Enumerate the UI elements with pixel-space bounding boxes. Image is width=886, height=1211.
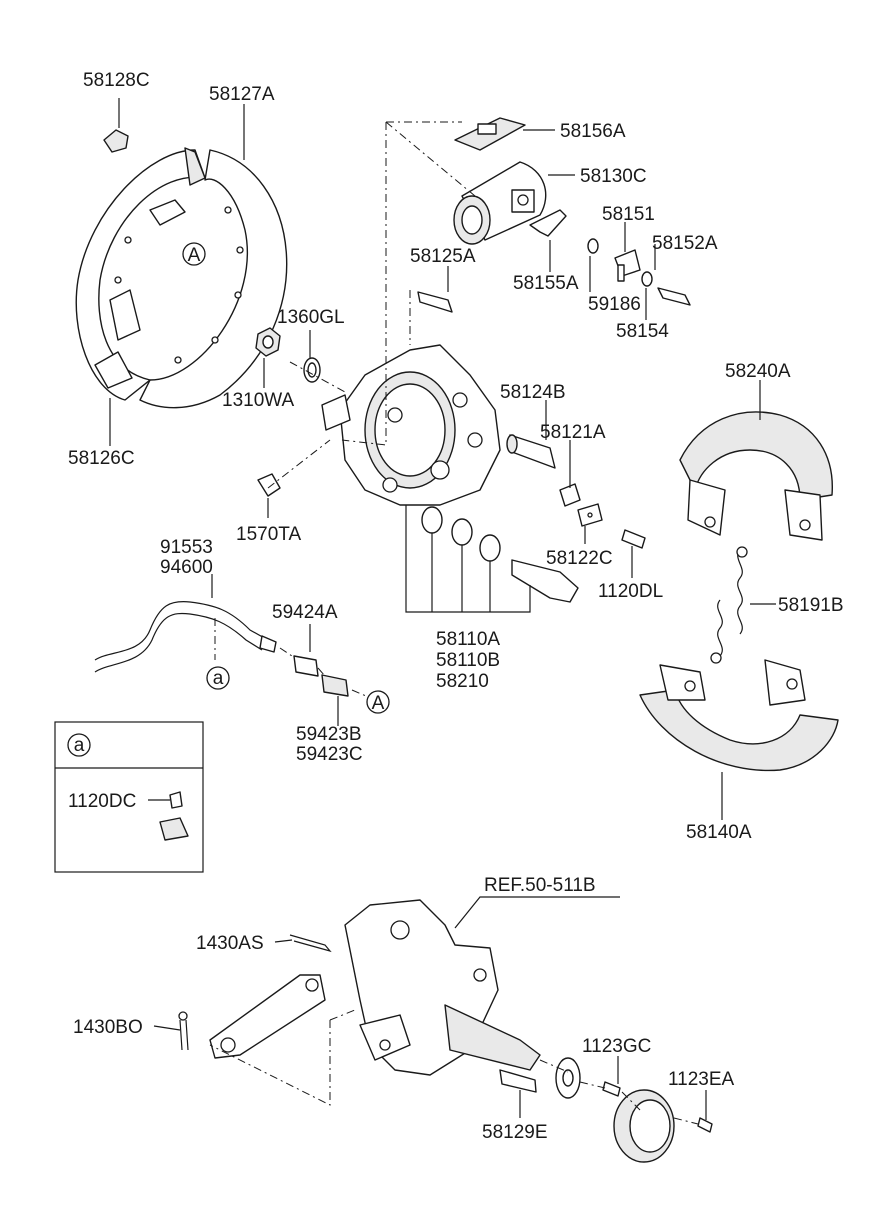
label-58110B: 58110B [436, 650, 500, 671]
bleeder-parts [587, 238, 691, 306]
label-59186: 59186 [588, 294, 641, 315]
hub-cap [613, 1089, 713, 1163]
label-59424A: 59424A [272, 602, 338, 623]
label-58140A: 58140A [686, 822, 752, 843]
label-1310WA: 1310WA [222, 390, 294, 411]
wheel-cylinder [453, 161, 547, 245]
label-1430AS: 1430AS [196, 933, 264, 954]
label-1120DC: 1120DC [68, 791, 136, 812]
label-1120DL: 1120DL [598, 581, 663, 602]
retaining-clip-58155A [529, 209, 567, 237]
steering-knuckle [344, 899, 541, 1076]
label-58125A: 58125A [410, 246, 476, 267]
backing-plate [75, 147, 288, 409]
label-1430BO: 1430BO [73, 1017, 143, 1038]
leader-lines [109, 98, 776, 1120]
label-1360GL: 1360GL [277, 307, 345, 328]
label-58154: 58154 [616, 321, 669, 342]
brake-housing [321, 344, 501, 506]
label-91553: 91553 [160, 537, 213, 558]
brake-shoe-lower [639, 659, 839, 772]
shim-plate [454, 117, 526, 151]
label-58240A: 58240A [725, 361, 791, 382]
label-58129E: 58129E [482, 1122, 548, 1143]
label-59423C: 59423C [296, 744, 363, 765]
label-58156A: 58156A [560, 121, 626, 142]
label-58122C: 58122C [546, 548, 613, 569]
pin-58110A [511, 559, 579, 603]
label-1123EA: 1123EA [668, 1069, 735, 1090]
dust-seal-1123GC [555, 1057, 621, 1099]
cotter-pin-1430AS [289, 934, 332, 953]
washer-1360GL [303, 357, 321, 383]
label-58191B: 58191B [778, 595, 844, 616]
label-58128C: 58128C [83, 70, 150, 91]
label-58210: 58210 [436, 671, 489, 692]
marker-A-text-2: A [372, 693, 385, 714]
part-labels: 58128C 58127A 58156A 58130C 58151 58152A… [68, 70, 844, 1143]
bolt-1120DL [621, 529, 646, 549]
label-58151: 58151 [602, 204, 655, 225]
label-58121A: 58121A [540, 422, 606, 443]
detail-box-a: a [54, 721, 204, 873]
marker-a-text-2: a [74, 735, 85, 756]
label-REF-50-511B: REF.50-511B [484, 875, 596, 896]
label-58124B: 58124B [500, 382, 566, 403]
marker-A-plate: A [182, 242, 206, 266]
label-58110A: 58110A [436, 629, 500, 650]
marker-A-cable: A [366, 690, 390, 714]
plate-58122C [577, 503, 603, 527]
brake-shoe-upper [679, 411, 833, 541]
fitting-1570TA [257, 473, 281, 497]
plate-plug [103, 129, 129, 153]
label-1123GC: 1123GC [582, 1036, 651, 1057]
label-94600: 94600 [160, 557, 213, 578]
label-58127A: 58127A [209, 84, 275, 105]
label-58155A: 58155A [513, 273, 579, 294]
label-58126C: 58126C [68, 448, 135, 469]
label-58152A: 58152A [652, 233, 718, 254]
cable-ends [293, 655, 349, 697]
piston-58124B [506, 434, 556, 469]
cotter-pin-1430BO [178, 1011, 189, 1051]
bolt-58125A [417, 291, 453, 313]
return-spring [710, 546, 748, 664]
marker-a-cable: a [206, 666, 230, 690]
guide-lines [209, 121, 699, 1125]
marker-A-text: A [188, 245, 201, 266]
bolt-58129E [499, 1069, 537, 1093]
label-1570TA: 1570TA [236, 524, 301, 545]
parking-cable [94, 601, 277, 673]
label-58130C: 58130C [580, 166, 647, 187]
marker-a-text: a [213, 668, 224, 689]
label-59423B: 59423B [296, 724, 362, 745]
nut-1310WA [255, 327, 281, 357]
bushings [421, 506, 501, 562]
steering-arm [209, 974, 326, 1059]
